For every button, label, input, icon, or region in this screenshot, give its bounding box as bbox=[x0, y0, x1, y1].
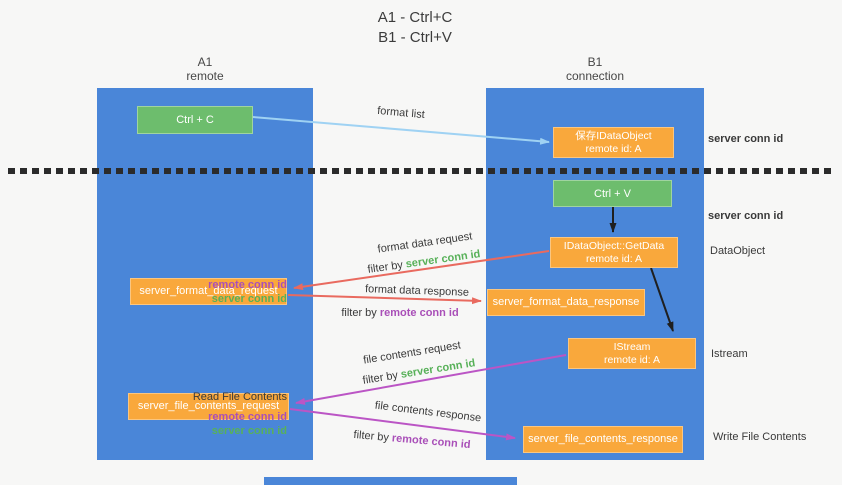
label-server-conn-id-right-top: server conn id bbox=[708, 133, 784, 145]
arrow-format-data-response bbox=[287, 294, 482, 305]
node-save-idataobject-line2: remote id: A bbox=[585, 142, 642, 155]
node-server-file-contents-request: server_file_contents_request bbox=[128, 393, 289, 420]
bottom-blue-strip bbox=[264, 477, 517, 485]
node-getdata-line1: IDataObject::GetData bbox=[563, 239, 665, 252]
remote-conn-id-text: remote conn id bbox=[208, 279, 287, 291]
phase-separator-dotted-line bbox=[8, 168, 834, 174]
column-b1-role: connection bbox=[565, 69, 625, 83]
remote-conn-id-text: remote conn id bbox=[379, 307, 459, 319]
arrow-file-contents-response bbox=[289, 408, 516, 441]
filter-by-text: filter by bbox=[341, 307, 380, 319]
column-header-a1: A1 remote bbox=[97, 55, 313, 83]
title-line-1: A1 - Ctrl+C bbox=[377, 9, 453, 26]
node-istream: IStream remote id: A bbox=[568, 338, 696, 369]
node-file-response-label: server_file_contents_response bbox=[528, 433, 678, 445]
column-b1-name: B1 bbox=[587, 55, 603, 69]
node-format-request-label: server_format_data_request bbox=[139, 285, 278, 297]
label-file-conn-ids-left: remote conn id server conn id bbox=[208, 410, 287, 438]
server-conn-id-text: server conn id bbox=[211, 293, 287, 305]
node-ctrl-v-label: Ctrl + V bbox=[594, 187, 631, 200]
node-file-request-label: server_file_contents_request bbox=[137, 400, 280, 412]
column-a1-role: remote bbox=[186, 69, 224, 83]
arrow-format-list bbox=[252, 116, 550, 145]
diagram-title: A1 - Ctrl+C B1 - Ctrl+V bbox=[300, 8, 530, 48]
node-istream-line2: remote id: A bbox=[603, 353, 661, 366]
server-conn-id-text: server conn id bbox=[211, 425, 287, 437]
label-dataobject: DataObject bbox=[710, 245, 766, 257]
node-format-response-label: server_format_data_response bbox=[492, 296, 640, 308]
node-ctrl-c: Ctrl + C bbox=[137, 106, 253, 134]
label-write-file-contents: Write File Contents bbox=[713, 431, 807, 443]
node-ctrl-v: Ctrl + V bbox=[553, 180, 672, 207]
node-save-idataobject-line1: 保存IDataObject bbox=[575, 129, 652, 142]
column-header-b1: B1 connection bbox=[486, 55, 704, 83]
node-getdata-line2: remote id: A bbox=[585, 252, 643, 265]
arrow-format-data-request bbox=[293, 250, 550, 291]
node-server-format-data-request: server_format_data_request bbox=[130, 278, 287, 305]
remote-conn-id-text: remote conn id bbox=[208, 411, 287, 423]
node-ctrl-c-label: Ctrl + C bbox=[176, 114, 214, 126]
arrow-file-contents-request bbox=[295, 354, 567, 405]
node-idataobject-getdata: IDataObject::GetData remote id: A bbox=[550, 237, 678, 268]
label-format-conn-ids-left: remote conn id server conn id bbox=[208, 278, 287, 306]
title-line-2: B1 - Ctrl+V bbox=[378, 29, 452, 46]
label-server-conn-id-right-mid: server conn id bbox=[708, 210, 784, 222]
label-read-file-contents: Read File Contents bbox=[192, 391, 287, 403]
column-a1-name: A1 bbox=[197, 55, 213, 69]
label-format-data-response-filter: filter by remote conn id bbox=[341, 307, 458, 319]
arrow-getdata-to-istream bbox=[650, 267, 674, 332]
node-save-idataobject: 保存IDataObject remote id: A bbox=[553, 127, 674, 158]
label-istream: Istream bbox=[711, 348, 748, 360]
node-server-format-data-response: server_format_data_response bbox=[487, 289, 645, 316]
node-istream-line1: IStream bbox=[613, 340, 651, 353]
node-server-file-contents-response: server_file_contents_response bbox=[523, 426, 683, 453]
